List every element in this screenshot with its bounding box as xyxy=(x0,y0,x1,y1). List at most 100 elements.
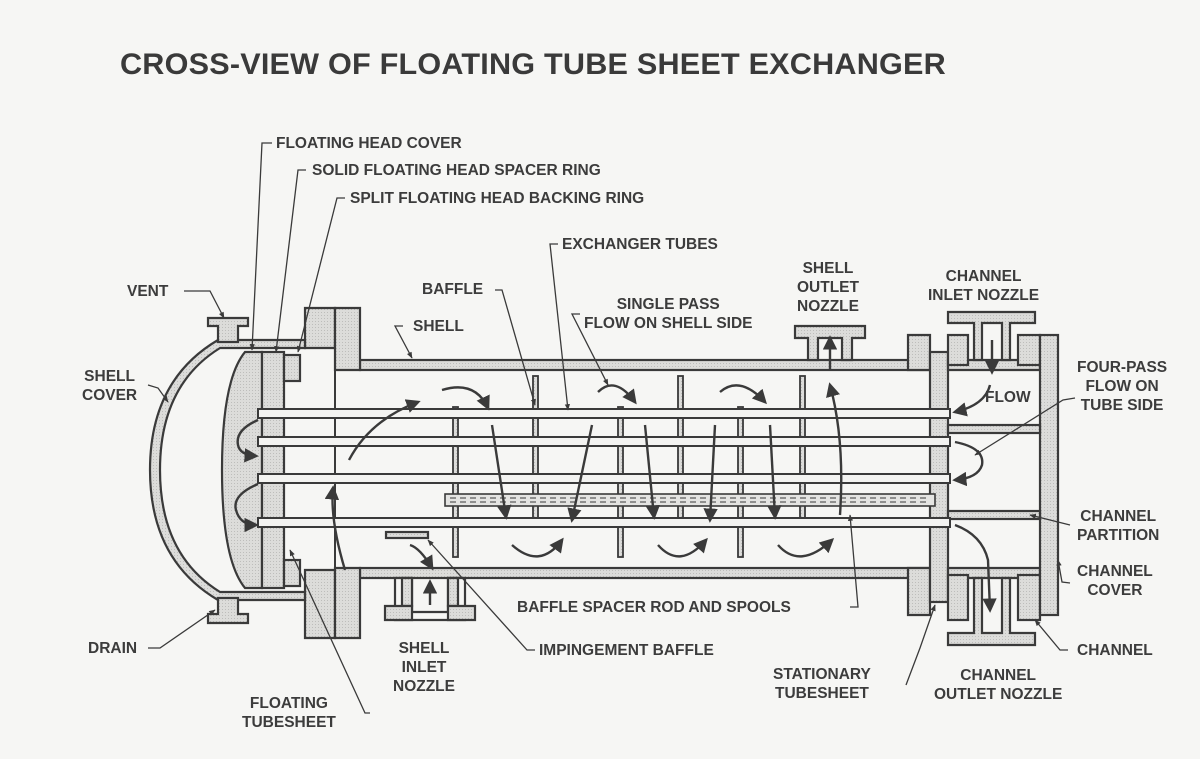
label-channel-outlet-nozzle: CHANNEL OUTLET NOZZLE xyxy=(934,666,1062,704)
label-line: OUTLET xyxy=(797,279,859,296)
label-line: NOZZLE xyxy=(797,298,859,315)
label-shell-inlet-nozzle: SHELL INLET NOZZLE xyxy=(393,639,455,696)
label-shell: SHELL xyxy=(413,318,464,335)
label-line: FLOW ON xyxy=(1085,378,1159,395)
label-channel: CHANNEL xyxy=(1077,642,1153,659)
shell-cover-flange-top xyxy=(303,306,337,350)
flow-line xyxy=(643,424,661,520)
baffles xyxy=(452,375,806,558)
flow-line xyxy=(767,424,782,520)
tube xyxy=(257,408,951,419)
leader-single-pass xyxy=(570,313,609,386)
floating-head-cover xyxy=(220,350,264,590)
shell-inlet-nozzle-wall-left xyxy=(400,576,414,608)
tube-flow-arrows xyxy=(234,340,1000,613)
label-line: SHELL xyxy=(84,368,135,385)
flow-line xyxy=(347,399,421,461)
floating-head-return-arrow xyxy=(234,482,259,533)
leader-exchanger-tubes xyxy=(549,243,570,411)
flow-arrow xyxy=(719,384,767,405)
label-line: SINGLE PASS xyxy=(616,296,720,313)
label-solid-spacer-ring: SOLID FLOATING HEAD SPACER RING xyxy=(312,162,601,179)
tube xyxy=(257,436,951,447)
label-line: INLET NOZZLE xyxy=(928,287,1040,304)
label-line: INLET xyxy=(401,659,447,676)
flow-arrow xyxy=(441,386,490,411)
shell-flange-bottom xyxy=(333,566,362,640)
label-line: TUBESHEET xyxy=(775,685,869,702)
leader-stationary-tubesheet xyxy=(905,604,936,686)
label-channel-cover: CHANNEL COVER xyxy=(1077,562,1153,600)
shell-flange-top xyxy=(333,306,362,372)
label-line: FLOW ON SHELL SIDE xyxy=(584,315,753,332)
backing-ring-top xyxy=(282,353,302,383)
flow-line xyxy=(826,382,843,516)
baffle-spacer-rod xyxy=(444,493,936,507)
leader-four-pass xyxy=(974,397,1076,456)
shell-inlet-flange-right xyxy=(446,604,477,622)
channel-flange-top-right xyxy=(1016,333,1042,367)
channel-flange-bottom-right xyxy=(1016,573,1042,622)
flow-line xyxy=(703,424,718,523)
label-line: COVER xyxy=(82,387,138,404)
flow-arrow xyxy=(657,537,708,558)
leader-baffle xyxy=(495,289,536,406)
leader-channel-partition xyxy=(1029,513,1071,526)
label-line: OUTLET NOZZLE xyxy=(934,686,1063,703)
channel-outlet-nozzle xyxy=(946,576,1037,647)
backing-ring-bottom xyxy=(282,558,302,588)
channel-flow-arrow xyxy=(952,384,992,417)
label-stationary-tubesheet: STATIONARY TUBESHEET xyxy=(773,665,871,703)
channel-partition-bottom xyxy=(946,509,1042,521)
label-vent: VENT xyxy=(127,283,169,300)
flow-line xyxy=(490,424,512,520)
shell-right-flange-top xyxy=(906,333,932,372)
label-line: SHELL xyxy=(398,640,450,657)
label-floating-tubesheet: FLOATING TUBESHEET xyxy=(242,694,336,732)
label-line: CHANNEL xyxy=(945,268,1022,285)
channel-inlet-nozzle xyxy=(946,310,1037,362)
leader-vent xyxy=(184,290,225,319)
shell-top-wall xyxy=(358,358,934,372)
label-four-pass: FOUR-PASS FLOW ON TUBE SIDE xyxy=(1077,358,1167,415)
label-line: SHELL xyxy=(802,260,854,277)
vent-nozzle xyxy=(206,316,250,344)
leader-drain xyxy=(148,609,216,649)
label-shell-outlet-nozzle: SHELL OUTLET NOZZLE xyxy=(797,259,859,316)
leader-lines xyxy=(147,142,1076,714)
channel-return-arrow xyxy=(952,440,984,487)
leader-floating-head-cover xyxy=(249,142,272,351)
flow-arrow xyxy=(511,537,564,558)
label-shell-cover: SHELL COVER xyxy=(82,367,137,405)
label-drain: DRAIN xyxy=(88,640,138,657)
shell-right-flange-bottom xyxy=(906,566,932,617)
label-line: TUBE SIDE xyxy=(1080,397,1164,414)
shell-inlet-flange-left xyxy=(383,604,414,622)
label-line: CHANNEL xyxy=(1080,508,1157,525)
leader-impingement-baffle xyxy=(427,539,535,651)
flow-line xyxy=(567,424,594,523)
shell-cover-flange-bottom xyxy=(303,568,337,640)
label-line: TUBESHEET xyxy=(242,714,336,731)
label-flow: FLOW xyxy=(985,389,1031,406)
page-title: CROSS-VIEW OF FLOATING TUBE SHEET EXCHAN… xyxy=(120,48,946,81)
flow-line xyxy=(409,543,434,571)
flow-arrow xyxy=(597,384,637,405)
channel-flange-bottom-left xyxy=(946,573,970,622)
label-baffle: BAFFLE xyxy=(422,281,484,298)
floating-tubesheet xyxy=(260,350,286,590)
tube xyxy=(257,473,951,484)
label-split-backing-ring: SPLIT FLOATING HEAD BACKING RING xyxy=(350,190,645,207)
leader-floating-tubesheet xyxy=(289,549,370,714)
leader-shell xyxy=(393,325,413,359)
impingement-baffle xyxy=(384,530,430,540)
flow-arrow xyxy=(777,538,835,558)
label-line: COVER xyxy=(1087,582,1143,599)
tube xyxy=(257,517,951,528)
label-line: PARTITION xyxy=(1077,527,1160,544)
floating-head-return-arrow xyxy=(236,418,259,463)
label-channel-inlet-nozzle: CHANNEL INLET NOZZLE xyxy=(928,267,1039,305)
label-line: CHANNEL xyxy=(1077,563,1153,580)
